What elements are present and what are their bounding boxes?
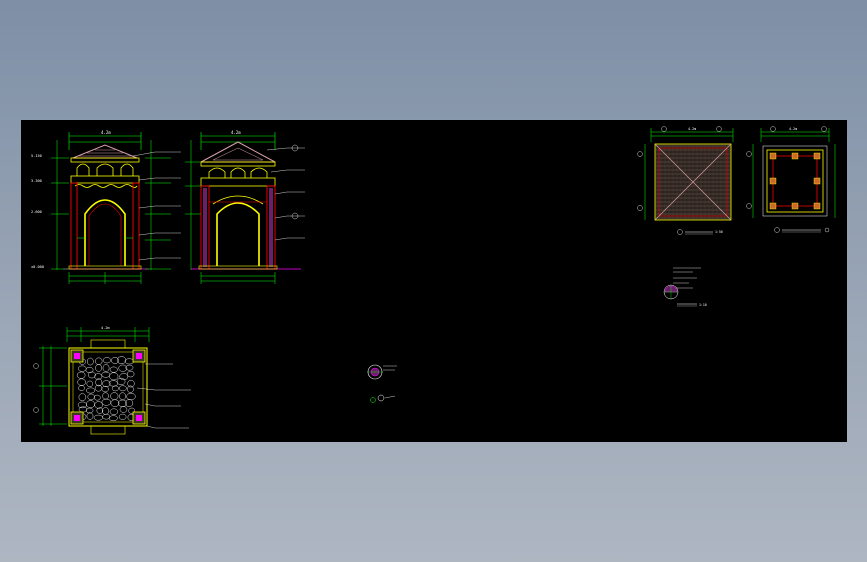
column-detail-center — [367, 364, 397, 403]
side-width-label: 4.2m — [231, 130, 241, 135]
level-beam-label: 2.600 — [31, 210, 42, 214]
roof-plan-scale: 1:50 — [715, 230, 723, 234]
level-base-label: ±0.000 — [31, 265, 44, 269]
roof-plan-width-label: 4.2m — [688, 127, 696, 131]
level-eave-label: 3.300 — [31, 179, 42, 183]
level-top-label: 5.150 — [31, 154, 42, 158]
detail-scale-label: 1:10 — [699, 303, 707, 307]
ground-plan: 4.2m — [33, 326, 191, 435]
front-width-label: 4.2m — [101, 130, 111, 135]
cad-drawing-canvas[interactable]: 4.2m — [21, 120, 847, 442]
detail-callout-right: 1:10 — [663, 267, 707, 307]
ground-plan-width-label: 4.2m — [101, 326, 110, 330]
frame-post-markers — [769, 152, 821, 210]
roof-plan: 4.2m 1:50 — [637, 126, 734, 235]
cobblestone-paving — [76, 356, 136, 421]
cad-drawing-sheet: 4.2m — [31, 126, 836, 435]
front-elevation: 4.2m — [31, 130, 181, 284]
side-elevation: 4.2m — [185, 130, 305, 284]
frame-plan: 4.2m — [746, 126, 836, 233]
frame-plan-width-label: 4.2m — [789, 127, 797, 131]
